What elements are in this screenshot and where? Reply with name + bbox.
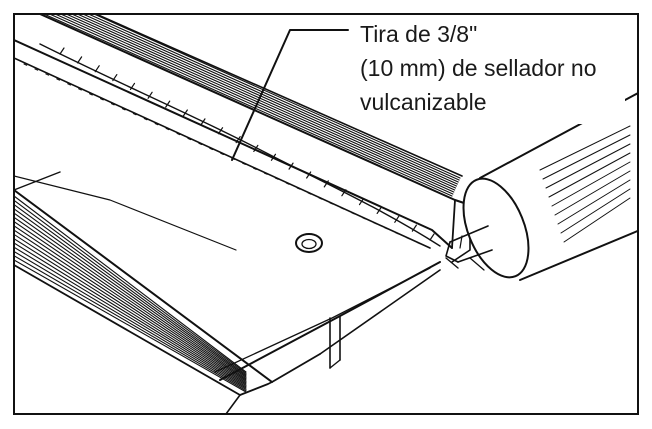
- panel-rib-line: [14, 221, 247, 381]
- sealant-tick: [94, 65, 100, 73]
- tube-shade-line: [542, 134, 631, 180]
- seam-rib-line: [43, 14, 453, 197]
- lower-panel-ribs: [14, 189, 321, 414]
- tube-shade-line: [554, 170, 631, 216]
- sealant-tick: [77, 56, 83, 64]
- callout-leader-line: [231, 29, 349, 161]
- sealant-tick: [253, 144, 259, 153]
- panel-rib-line: [14, 229, 247, 384]
- sealant-tick: [112, 73, 118, 82]
- seam-rib-line: [65, 14, 457, 189]
- seam-rib-line: [82, 14, 459, 183]
- seam-rib-line: [93, 14, 461, 179]
- sealant-tick: [182, 109, 188, 117]
- tube-shade-line: [545, 143, 631, 189]
- panel-rib-line: [14, 225, 247, 382]
- seam-rib-line: [49, 14, 454, 195]
- sealant-tick: [306, 171, 312, 179]
- sealant-tick: [129, 82, 136, 91]
- tube-shade-line: [551, 161, 631, 207]
- seam-rib-line: [54, 14, 455, 193]
- fastener-hole: [295, 233, 323, 253]
- callout-line-2: (10 mm) de sellador no: [360, 55, 597, 81]
- tube-shade-line: [557, 179, 631, 225]
- panel-rib-line: [14, 238, 247, 386]
- seam-rib-line: [87, 14, 460, 181]
- tube-shade-line: [560, 188, 631, 234]
- sealant-tick: [288, 162, 294, 170]
- sealant-tick: [394, 215, 400, 223]
- sealant-tick: [200, 118, 206, 126]
- sealant-tick: [323, 180, 329, 188]
- caulk-gun: [445, 91, 638, 281]
- panel-rib-line: [14, 208, 247, 377]
- sealant-tick: [235, 135, 241, 144]
- panel-rib-line: [14, 216, 247, 380]
- panel-rib-line: [14, 233, 247, 385]
- panel-rib-line: [14, 203, 247, 376]
- panel-rib-line: [14, 195, 247, 373]
- sealant-tick: [341, 189, 347, 197]
- sealant-tick: [270, 153, 277, 161]
- sealant-tick: [217, 127, 224, 135]
- callout-line-1: Tira de 3/8": [360, 21, 477, 47]
- panel-rib-line: [14, 255, 247, 392]
- panel-rib-line: [14, 199, 247, 374]
- seam-rib-line: [71, 14, 457, 187]
- sealant-tick: [411, 224, 417, 232]
- panel-edge-legs: [319, 269, 441, 369]
- sealant-tick: [358, 197, 365, 206]
- sealant-tick: [59, 47, 65, 55]
- panel-rib-line: [14, 259, 247, 393]
- sealant-tick: [376, 206, 382, 215]
- panel-rib-line: [14, 242, 247, 388]
- tube-shade-line: [548, 152, 631, 198]
- sealant-strip: [39, 43, 441, 247]
- panel-rib-line: [14, 212, 247, 378]
- tube-shade-line: [539, 125, 631, 171]
- sealant-tick: [165, 100, 171, 108]
- panel-rib-line: [14, 250, 247, 390]
- frame-border: [13, 13, 639, 415]
- tube-shade-line: [563, 197, 631, 243]
- callout-line-3: vulcanizable: [360, 89, 487, 115]
- sealant-tick: [147, 91, 153, 99]
- callout-label: Tira de 3/8" (10 mm) de sellador no vulc…: [355, 18, 625, 124]
- panel-rib-line: [14, 246, 247, 389]
- sealant-tick: [429, 233, 435, 241]
- seam-rib-line: [76, 14, 458, 185]
